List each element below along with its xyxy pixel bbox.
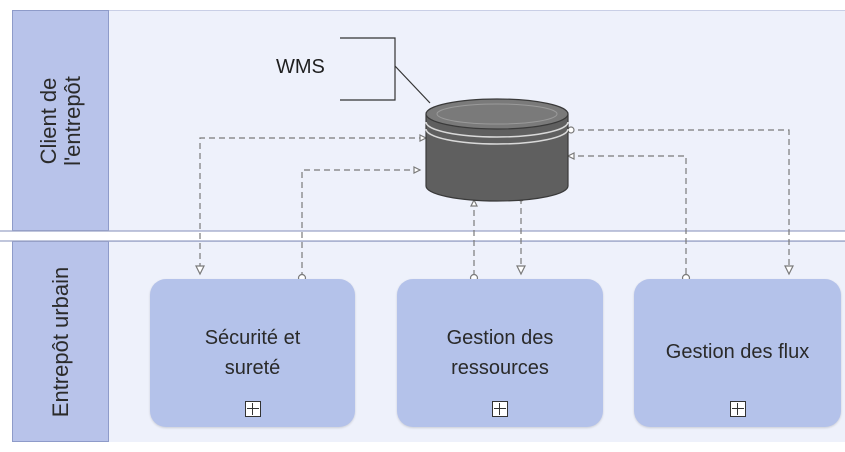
arrowhead-securite [195, 265, 205, 276]
lane-header-urbain: Entrepôt urbain [12, 241, 109, 442]
task-label-ressources: Gestion des ressources [446, 327, 554, 379]
association-lines [199, 129, 790, 274]
assoc-securite-1 [199, 137, 425, 270]
wms-annotation: WMS [276, 56, 325, 78]
datastore-cylinder [425, 98, 569, 202]
subprocess-expand-icon[interactable] [244, 401, 261, 417]
arrowhead-flux [784, 265, 794, 276]
assoc-flux-1 [568, 155, 687, 274]
subprocess-expand-icon[interactable] [729, 401, 746, 417]
arrowhead-store-right-1 [566, 152, 575, 160]
assoc-securite-2 [301, 169, 420, 274]
arrowhead-store-bottom [470, 198, 478, 207]
circle-store-right-2 [567, 126, 575, 134]
task-label-flux: Gestion des flux [665, 341, 810, 363]
task-flux[interactable]: Gestion des flux [634, 279, 841, 427]
task-label-securite: Sécurité et sureté [204, 327, 301, 379]
annotation-bracket [340, 37, 431, 104]
arrowhead-store-left-1 [419, 134, 428, 142]
subprocess-expand-icon[interactable] [492, 401, 508, 417]
task-securite[interactable]: Sécurité et sureté [150, 279, 355, 427]
arrowhead-ressources [516, 265, 526, 276]
assoc-flux-2 [568, 129, 790, 270]
task-ressources[interactable]: Gestion des ressources [397, 279, 603, 427]
lane-header-client: Client de l'entrepôt [12, 10, 109, 231]
arrowhead-store-left-2 [413, 166, 422, 174]
